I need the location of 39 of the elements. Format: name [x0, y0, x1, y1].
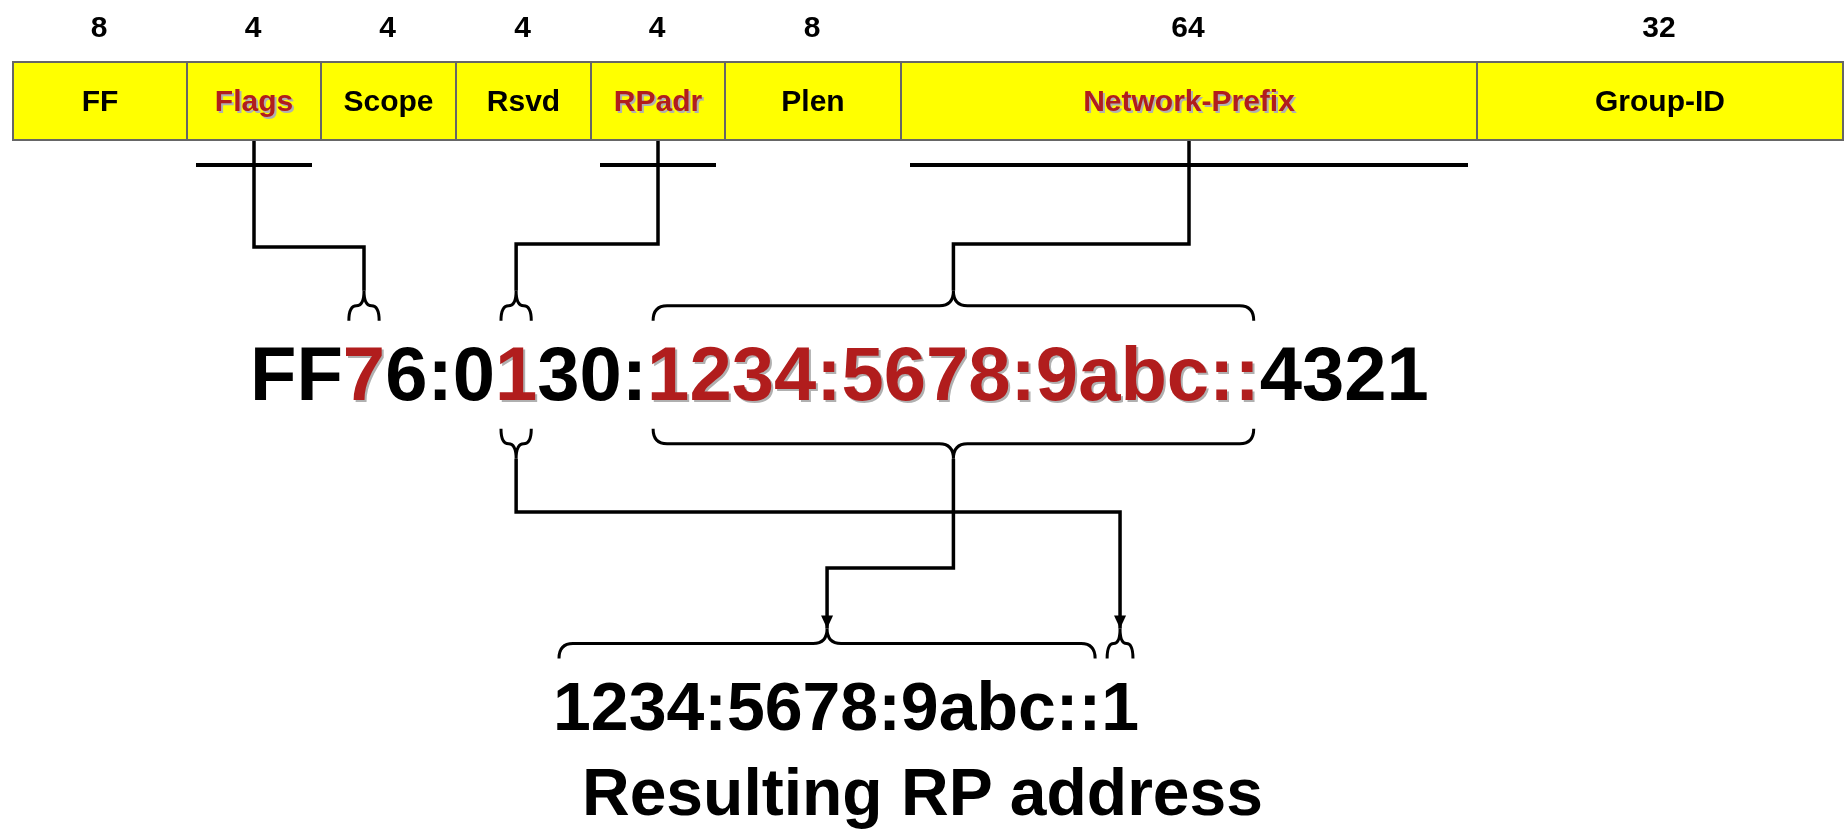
- bit-field: [186, 61, 322, 141]
- field-name: Group-ID: [1595, 84, 1725, 118]
- address-part: 4321: [1259, 336, 1429, 412]
- connector-line: [951, 141, 1191, 291]
- bit-count: 8: [802, 10, 822, 44]
- field-name: RPadr: [613, 84, 703, 118]
- caption: Resulting RP address: [582, 755, 1263, 829]
- bit-field: [1476, 61, 1844, 141]
- address-part: 1: [495, 336, 538, 412]
- arrow: [821, 458, 956, 629]
- field-name: Rsvd: [486, 84, 561, 118]
- result-address-part: 1: [1101, 672, 1139, 740]
- bit-count: 64: [1170, 10, 1206, 44]
- arrow: [514, 458, 1127, 629]
- bit-field: [590, 61, 726, 141]
- field-name: Plen: [781, 84, 845, 118]
- field-name: Scope: [343, 84, 434, 118]
- field-name: Flags: [214, 84, 294, 118]
- address-part: 6:0: [385, 336, 495, 412]
- bit-count: 4: [378, 10, 397, 44]
- bit-field: [900, 61, 1478, 141]
- result-address-part: 1234:5678:9abc::: [553, 672, 1102, 740]
- address-part: FF: [250, 336, 343, 412]
- address-part: 30:: [537, 336, 648, 412]
- bit-field: [12, 61, 188, 141]
- bit-field: [320, 61, 457, 141]
- address-part: 1234:5678:9abc::: [647, 336, 1260, 412]
- bit-field: [455, 61, 592, 141]
- field-name: Network-Prefix: [1083, 84, 1295, 118]
- bit-count: 8: [89, 10, 109, 44]
- connector-line: [252, 141, 366, 291]
- connector-line: [514, 141, 660, 291]
- bit-count: 4: [647, 10, 667, 44]
- bit-count: 4: [513, 10, 532, 44]
- bit-count: 32: [1641, 10, 1677, 44]
- address-part: 7: [342, 336, 386, 412]
- bit-field: [724, 61, 902, 141]
- field-name: FF: [81, 84, 119, 118]
- bit-count: 4: [243, 10, 263, 44]
